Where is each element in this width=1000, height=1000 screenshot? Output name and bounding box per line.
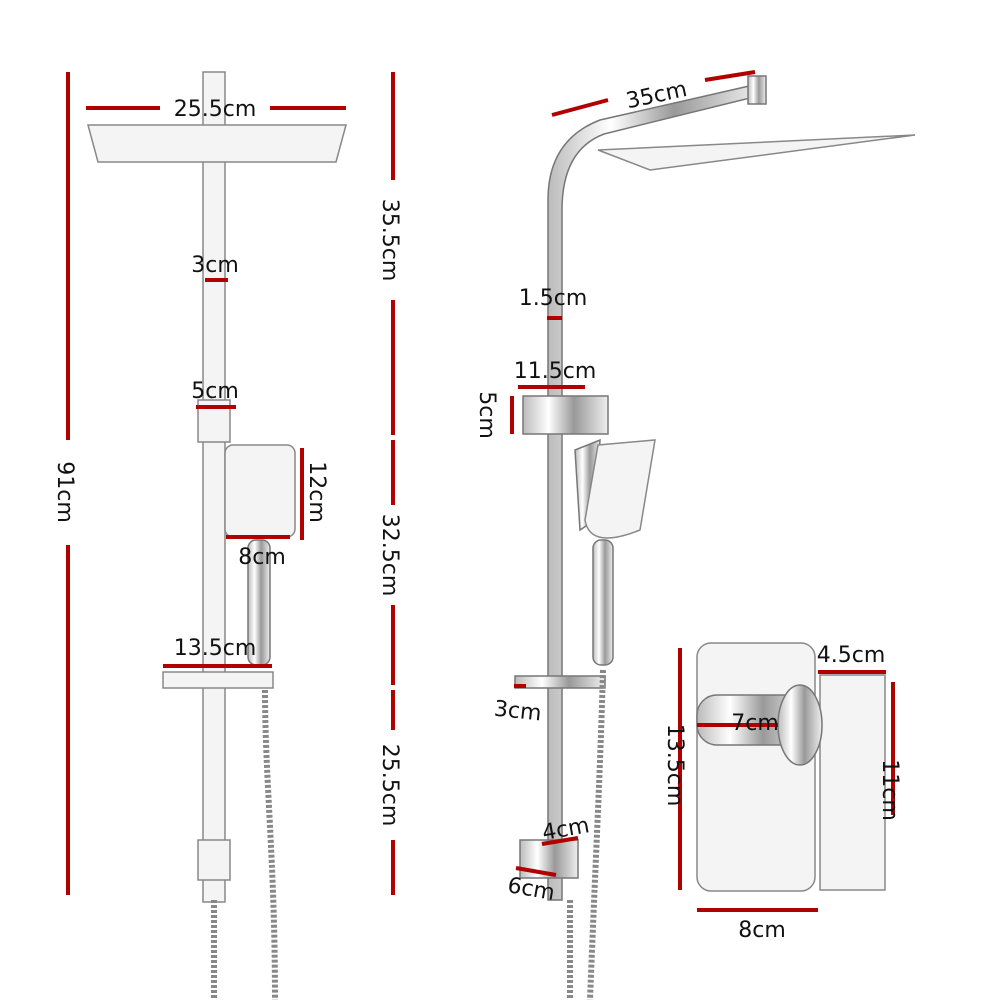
front-handset-head [224,444,296,538]
side-handset-head [584,439,656,539]
side-holder-depth-label: 3cm [493,697,543,727]
total-height-label: 91cm [52,461,77,523]
front-rain-head [87,124,347,163]
side-bracket-width-label: 11.5cm [514,359,597,384]
side-rain-head [597,134,916,171]
side-view-shower [514,75,916,1000]
dimension-line [704,70,756,82]
side-holder [514,675,606,689]
mixer-lever-height-label: 11cm [877,759,902,821]
front-bracket-width-label: 5cm [191,379,239,404]
mixer-lever [819,674,886,891]
lower-height-label: 25.5cm [377,744,402,827]
front-view-shower [87,71,347,1000]
side-rail-depth-label: 1.5cm [519,286,588,311]
mixer-tap [696,642,886,892]
front-outlet [197,839,231,881]
side-hose [587,669,606,1000]
dimension-line [515,866,557,877]
dimension-line [541,836,579,846]
front-hose [262,689,278,1000]
front-rail [202,71,226,903]
side-bracket [522,395,609,435]
mixer-backplate [696,642,816,892]
upper-height-label: 35.5cm [377,199,402,282]
side-head-mount [747,75,767,105]
dimension-line [551,98,609,117]
front-handset-width-label: 8cm [238,545,286,570]
middle-height-label: 32.5cm [377,514,402,597]
front-holder-width-label: 13.5cm [174,636,257,661]
mixer-plate-height-label: 13.5cm [662,724,687,807]
front-rail-width-label: 3cm [191,253,239,278]
mixer-body-width-label: 7cm [731,711,779,736]
front-dimensions [66,72,395,895]
mixer-lever-hub [777,684,823,766]
front-head-width-label: 25.5cm [174,97,257,122]
side-dimensions [510,70,756,877]
mixer-lever-depth-label: 4.5cm [817,643,886,668]
mixer-plate-width-label: 8cm [738,918,786,943]
front-handset-height-label: 12cm [304,461,329,523]
side-bracket-height-label: 5cm [474,391,499,439]
mixer-dimensions [678,648,895,912]
side-handset-handle [592,539,614,666]
front-holder [162,671,274,689]
